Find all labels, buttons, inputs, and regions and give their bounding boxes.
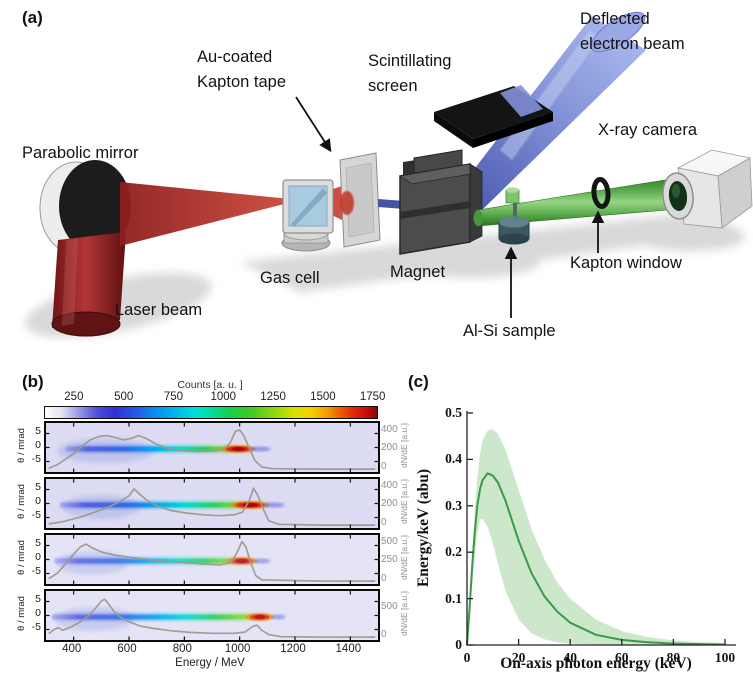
label-magnet: Magnet <box>390 263 446 281</box>
label-gas-cell: Gas cell <box>260 269 320 287</box>
theta-tick-label: 0 <box>35 606 41 619</box>
dnde-tick-label: 0 <box>381 517 387 528</box>
theta-axis-label: θ / mrad <box>16 540 27 575</box>
photon-y-tick-label: 0 <box>455 637 462 652</box>
panel-c-label: (c) <box>408 372 429 391</box>
theta-tick-label: -5 <box>31 564 41 577</box>
energy-tick-label: 1400 <box>335 643 362 655</box>
dnde-tick-label: 500 <box>381 535 398 547</box>
theta-tick-label: -5 <box>31 508 41 521</box>
theta-axis-label: θ / mrad <box>16 596 27 631</box>
electron-spectrum-heatmap <box>44 421 380 474</box>
energy-tick-label: 600 <box>117 643 137 655</box>
colorbar-tick-label: 1250 <box>260 391 286 403</box>
photon-y-tick-label: 0.5 <box>445 405 462 420</box>
kapton-tape-graphic <box>339 152 381 248</box>
theta-tick-label: 5 <box>35 424 41 437</box>
photon-spectrum-plot <box>408 378 753 678</box>
colorbar-tick-label: 750 <box>163 391 184 403</box>
setup-schematic <box>24 11 753 338</box>
dnde-tick-label: 0 <box>381 573 387 584</box>
colorbar-tick-label: 250 <box>64 391 84 403</box>
theta-tick-label: 0 <box>35 550 41 563</box>
theta-tick-label: 5 <box>35 480 41 493</box>
photon-x-tick-label: 20 <box>511 650 526 665</box>
photon-y-tick-label: 0.4 <box>445 451 462 467</box>
dnde-tick-label: 200 <box>381 442 398 454</box>
colorbar-ticks: 250 500 750 1000 1250 1500 1750 <box>44 391 385 404</box>
theta-tick-label: -5 <box>31 620 41 633</box>
panel-b-label: (b) <box>22 372 44 391</box>
colorbar <box>44 406 378 419</box>
photon-y-tick-label: 0.3 <box>445 497 462 513</box>
dnde-tick-label: 400 <box>381 479 398 491</box>
energy-tick-label: 1200 <box>280 643 306 655</box>
kapton-window-graphic <box>591 177 611 209</box>
dnde-tick-label: 500 <box>381 601 398 613</box>
photon-x-tick-label: 40 <box>563 650 577 665</box>
theta-axis-label: θ / mrad <box>16 484 27 519</box>
label-scintillating-screen: Scintillating screen <box>368 52 452 95</box>
photon-x-tick-label: 80 <box>666 650 681 665</box>
dnde-tick-label: 0 <box>381 461 387 472</box>
colorbar-title: Counts [a. u. ] <box>177 379 243 391</box>
scintillating-screen-graphic <box>434 85 553 148</box>
energy-axis-label: Energy / MeV <box>175 657 245 669</box>
electron-spectrum-heatmap <box>44 533 380 586</box>
colorbar-tick-label: 1000 <box>210 391 237 403</box>
energy-tick-label: 400 <box>62 643 82 655</box>
label-au-coated-kapton-tape: Au-coated Kapton tape <box>197 48 286 91</box>
theta-tick-label: 5 <box>35 592 41 605</box>
label-al-si-sample: Al-Si sample <box>463 322 556 340</box>
photon-x-tick-label: 100 <box>714 650 736 665</box>
theta-tick-label: 0 <box>35 438 41 451</box>
dnde-tick-label: 250 <box>381 554 398 566</box>
photon-x-tick-label: 0 <box>463 650 471 665</box>
colorbar-tick-label: 1750 <box>359 391 386 403</box>
label-x-ray-camera: X-ray camera <box>598 121 698 139</box>
theta-tick-label: 0 <box>35 494 41 507</box>
energy-tick-label: 800 <box>172 643 192 655</box>
al-si-sample-graphic <box>498 203 530 245</box>
label-deflected-electron-beam: Deflected electron beam <box>580 10 685 53</box>
dnde-tick-label: 200 <box>381 498 398 510</box>
xray-camera-graphic <box>662 149 753 229</box>
magnet-graphic <box>398 163 484 255</box>
electron-spectrum-heatmap <box>44 477 380 530</box>
colorbar-tick-label: 500 <box>114 391 134 403</box>
photon-x-tick-label: 60 <box>615 650 629 665</box>
photon-y-tick-label: 0.2 <box>445 544 462 560</box>
label-parabolic-mirror: Parabolic mirror <box>22 144 139 162</box>
panel-a-label: (a) <box>22 8 43 27</box>
theta-axis-label: θ / mrad <box>16 428 27 463</box>
energy-tick-label: 1000 <box>224 643 251 655</box>
dnde-tick-label: 400 <box>381 423 398 435</box>
colorbar-tick-label: 1500 <box>310 391 336 403</box>
photon-spectrum-svg <box>466 411 736 646</box>
parabolic-mirror-graphic <box>39 160 131 255</box>
label-laser-beam: Laser beam <box>115 301 203 319</box>
label-kapton-window: Kapton window <box>570 254 682 272</box>
theta-tick-label: 5 <box>35 536 41 549</box>
laser-cylinder-graphic <box>51 232 126 337</box>
dnde-tick-label: 0 <box>381 629 387 640</box>
theta-tick-label: -5 <box>31 452 41 465</box>
electron-spectrum-heatmap <box>44 589 380 642</box>
annotation-arrows <box>295 96 605 318</box>
photon-y-tick-label: 0.1 <box>445 590 462 606</box>
photon-x-axis-label: On-axis photon energy (keV) <box>500 655 692 672</box>
gas-cell-graphic <box>281 179 334 252</box>
